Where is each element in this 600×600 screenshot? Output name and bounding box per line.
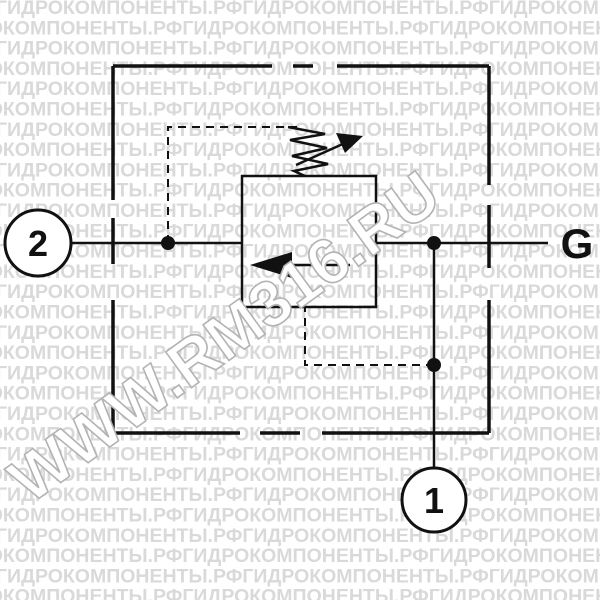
watermark-text-row: ГИДРОКОМПОНЕНТЫ.РФГИДРОКОМПОНЕНТЫ.РФГИДР…: [0, 444, 600, 466]
port-2-ring: [3, 208, 73, 278]
watermark-text-row: ГИДРОКОМПОНЕНТЫ.РФГИДРОКОМПОНЕНТЫ.РФГИДР…: [0, 362, 600, 384]
port-1-ring: [400, 466, 468, 534]
watermark-text-row: ГИДРОКОМПОНЕНТЫ.РФГИДРОКОМПОНЕНТЫ.РФГИДР…: [0, 17, 600, 39]
watermark-text-row: ГИДРОКОМПОНЕНТЫ.РФГИДРОКОМПОНЕНТЫ.РФГИДР…: [0, 99, 600, 121]
watermark-text-row: ГИДРОКОМПОНЕНТЫ.РФГИДРОКОМПОНЕНТЫ.РФГИДР…: [0, 58, 600, 80]
watermark-text-row: ГИДРОКОМПОНЕНТЫ.РФГИДРОКОМПОНЕНТЫ.РФГИДР…: [0, 545, 600, 567]
pilot-line-lower: [304, 307, 434, 366]
watermark-text-row: ГИДРОКОМПОНЕНТЫ.РФГИДРОКОМПОНЕНТЫ.РФГИДР…: [0, 565, 600, 587]
watermark-text-row: ГИДРОКОМПОНЕНТЫ.РФГИДРОКОМПОНЕНТЫ.РФГИДР…: [0, 383, 600, 405]
watermark-text-row: ГИДРОКОМПОНЕНТЫ.РФГИДРОКОМПОНЕНТЫ.РФГИДР…: [0, 0, 600, 19]
junction-dot-lower: [427, 358, 441, 372]
junction-dot-left: [161, 236, 175, 250]
adjust-arrow-head-icon: [336, 133, 363, 153]
junction-dot-right: [427, 236, 441, 250]
port-1: 1: [400, 466, 468, 534]
port-2-label: 2: [28, 223, 48, 264]
watermark-text-row: ГИДРОКОМПОНЕНТЫ.РФГИДРОКОМПОНЕНТЫ.РФГИДР…: [0, 342, 600, 364]
watermark-text-row: ГИДРОКОМПОНЕНТЫ.РФГИДРОКОМПОНЕНТЫ.РФГИДР…: [0, 261, 600, 283]
valve-body: [240, 174, 378, 309]
port-g-label: G: [561, 220, 594, 267]
flow-arrow: [250, 252, 350, 278]
watermark-text-row: ГИДРОКОМПОНЕНТЫ.РФГИДРОКОМПОНЕНТЫ.РФГИДР…: [0, 525, 600, 547]
flow-arrow-head-icon: [250, 252, 292, 278]
watermark-text-row: ГИДРОКОМПОНЕНТЫ.РФГИДРОКОМПОНЕНТЫ.РФГИДР…: [0, 302, 600, 324]
valve-envelope: [111, 64, 491, 435]
watermark-text-row: ГИДРОКОМПОНЕНТЫ.РФГИДРОКОМПОНЕНТЫ.РФГИДР…: [0, 220, 600, 242]
watermark-text-row: ГИДРОКОМПОНЕНТЫ.РФГИДРОКОМПОНЕНТЫ.РФГИДР…: [0, 505, 600, 527]
watermark-text-row: ГИДРОКОМПОНЕНТЫ.РФГИДРОКОМПОНЕНТЫ.РФГИДР…: [0, 484, 600, 506]
watermark-text-row: ГИДРОКОМПОНЕНТЫ.РФГИДРОКОМПОНЕНТЫ.РФГИДР…: [0, 180, 600, 202]
watermark-text-row: ГИДРОКОМПОНЕНТЫ.РФГИДРОКОМПОНЕНТЫ.РФГИДР…: [0, 38, 600, 60]
watermark-text-row: ГИДРОКОМПОНЕНТЫ.РФГИДРОКОМПОНЕНТЫ.РФГИДР…: [0, 281, 600, 303]
pilot-line-upper: [167, 126, 297, 243]
watermark-text-row: ГИДРОКОМПОНЕНТЫ.РФГИДРОКОМПОНЕНТЫ.РФГИДР…: [0, 403, 600, 425]
spring-icon: [287, 125, 329, 178]
watermark-text-row: ГИДРОКОМПОНЕНТЫ.РФГИДРОКОМПОНЕНТЫ.РФГИДР…: [0, 139, 600, 161]
port-2: 2: [3, 208, 73, 278]
adjustable-arrow: [295, 133, 363, 167]
port-1-label: 1: [424, 480, 444, 521]
watermark-text-row: ГИДРОКОМПОНЕНТЫ.РФГИДРОКОМПОНЕНТЫ.РФГИДР…: [0, 322, 600, 344]
watermark-text-row: ГИДРОКОМПОНЕНТЫ.РФГИДРОКОМПОНЕНТЫ.РФГИДР…: [0, 200, 600, 222]
watermark-text-row: ГИДРОКОМПОНЕНТЫ.РФГИДРОКОМПОНЕНТЫ.РФГИДР…: [0, 586, 600, 600]
watermark-text-row: ГИДРОКОМПОНЕНТЫ.РФГИДРОКОМПОНЕНТЫ.РФГИДР…: [0, 78, 600, 100]
watermark-text-row: ГИДРОКОМПОНЕНТЫ.РФГИДРОКОМПОНЕНТЫ.РФГИДР…: [0, 241, 600, 263]
